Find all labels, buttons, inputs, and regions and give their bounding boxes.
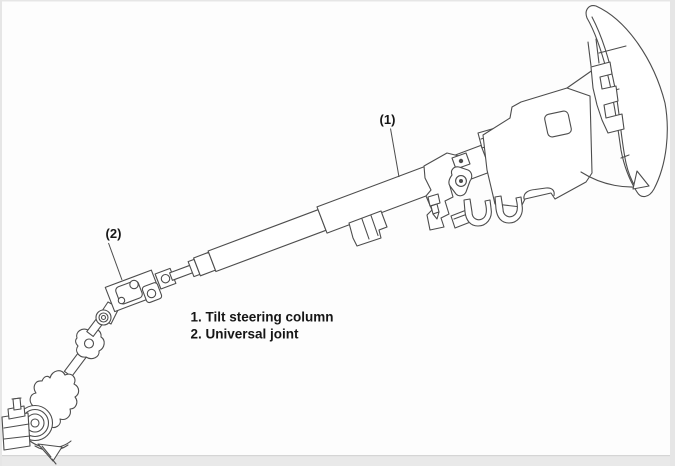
universal-joint (86, 269, 163, 337)
key-cylinder-plate (544, 110, 572, 138)
left-edge (0, 0, 2, 466)
gearbox-flange (1, 412, 31, 451)
lower-column-tube (207, 209, 327, 273)
callout-1: (1) (380, 112, 400, 178)
callout-1-leader-line (390, 128, 400, 178)
right-edge (670, 0, 675, 466)
bearing-cap (129, 279, 139, 290)
steering-wheel (580, 5, 668, 198)
clamp-bolt (427, 193, 441, 207)
hanger-hooks (463, 195, 523, 227)
bearing-cap (146, 288, 157, 299)
callout-2: (2) (106, 226, 123, 281)
callout-2-label: (2) (106, 226, 122, 241)
wheel-spokes (590, 61, 625, 134)
legend-item-2: 2. Universal joint (191, 327, 300, 342)
tube-bracket (348, 210, 388, 247)
callout-2-leader-line (108, 242, 123, 281)
column-shroud (482, 66, 598, 208)
callout-1-label: (1) (380, 112, 396, 127)
top-edge (0, 0, 675, 2)
legend: 1. Tilt steering column 2. Universal joi… (191, 310, 334, 342)
steering-gearbox (1, 328, 105, 465)
legend-item-1: 1. Tilt steering column (191, 310, 334, 325)
bottom-strip (0, 455, 675, 466)
bottom-strip-edge (0, 455, 675, 457)
